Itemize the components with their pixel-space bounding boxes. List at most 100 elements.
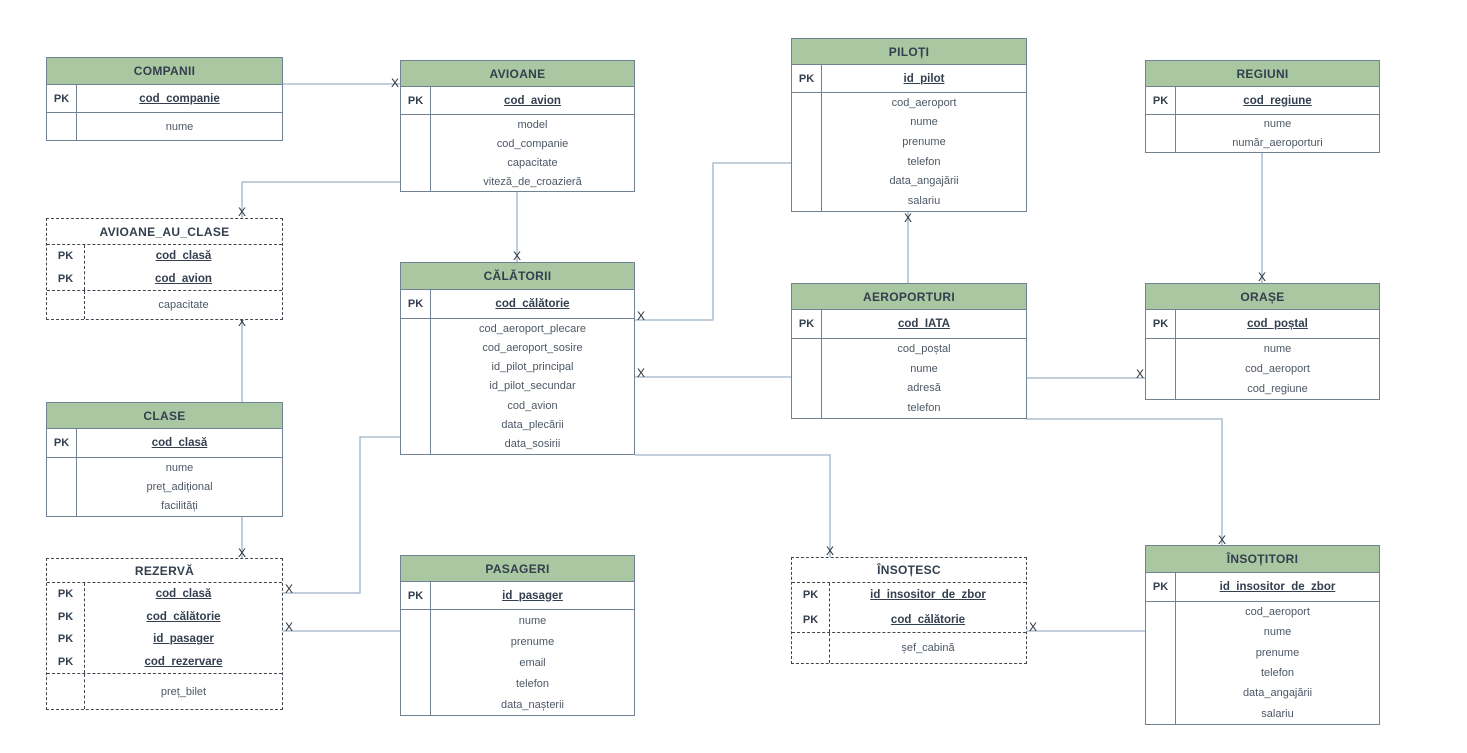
entity-title: COMPANII: [133, 64, 196, 78]
cardinality-x-marker-aeroporturi-insotitori: X: [1218, 533, 1226, 547]
relationship-calatorii-insotesc[interactable]: [635, 454, 831, 557]
pk-label: PK: [407, 94, 424, 107]
attribute-name: data_angajării: [1242, 687, 1313, 700]
pk-label: PK: [1152, 94, 1169, 107]
attr-empty-column: [1146, 115, 1176, 152]
relationship-calatorii-piloti[interactable]: [635, 162, 791, 321]
pk-attribute-name: cod_companie: [139, 92, 220, 105]
pk-label-column: PK: [47, 429, 77, 457]
pk-name-column: cod_regiune: [1176, 87, 1379, 114]
attribute-name: prenume: [902, 136, 946, 149]
entity-title: PASAGERI: [485, 561, 550, 576]
pk-section-companii: PK cod_companie: [47, 85, 282, 113]
pk-attribute-name: cod_clasă: [155, 250, 212, 263]
pk-label: PK: [407, 589, 424, 602]
entity-header-regiuni: REGIUNI: [1146, 61, 1379, 87]
attribute-name: telefon: [907, 155, 941, 168]
entity-title: AEROPORTURI: [863, 289, 955, 304]
pk-name-column: cod_avion: [431, 87, 634, 114]
attr-empty-column: [401, 319, 431, 454]
attribute-name: cod_avion: [507, 399, 558, 412]
entity-title: REGIUNI: [1236, 66, 1289, 81]
cardinality-x-marker-regiuni-orase: X: [1258, 270, 1266, 284]
entity-header-aeroporturi: AEROPORTURI: [792, 284, 1026, 310]
pk-label-column: PK: [47, 85, 77, 112]
attr-empty-column: [792, 339, 822, 418]
cardinality-x-marker-aeroporturi-orase: X: [1136, 367, 1144, 381]
attr-empty-column: [47, 674, 85, 709]
attr-section-rezerva: preț_bilet: [47, 674, 282, 709]
pk-name-column: cod_călătorie: [431, 290, 634, 318]
pk-label: PK: [1152, 581, 1169, 593]
attribute-name: salariu: [907, 195, 941, 208]
attribute-name: nume: [518, 614, 547, 627]
pk-attribute-name: id_insositor_de_zbor: [870, 589, 986, 602]
pk-attribute-name: cod_clasă: [155, 588, 212, 601]
pk-label: PK: [57, 588, 74, 601]
pk-label-column: PK: [1146, 573, 1176, 601]
pk-label: PK: [57, 250, 74, 263]
pk-attribute-name: cod_IATA: [898, 318, 950, 330]
attribute-name: adresă: [907, 382, 941, 395]
attr-name-column: nume: [77, 113, 282, 140]
attribute-name: nume: [910, 116, 938, 129]
entity-title: AVIOANE_AU_CLASE: [99, 224, 230, 239]
entity-title: CLASE: [143, 408, 186, 423]
attr-empty-column: [47, 113, 77, 140]
entity-title: PILOȚI: [888, 44, 930, 59]
attribute-name: data_plecării: [501, 419, 564, 432]
attr-empty-column: [401, 610, 431, 715]
attribute-name: telefon: [1260, 667, 1295, 680]
pk-attribute-name: cod_regiune: [1243, 94, 1312, 107]
pk-label-column: PK: [401, 290, 431, 318]
attr-name-column: șef_cabină: [830, 633, 1026, 663]
pk-label-column: PK: [401, 582, 431, 609]
cardinality-x-marker-calatorii-insotesc: X: [826, 544, 834, 558]
attribute-name: data_nașterii: [501, 698, 564, 711]
relationship-rezerva-calatorii[interactable]: [283, 436, 400, 594]
entity-title: ORAȘE: [1240, 289, 1285, 304]
attribute-name: email: [519, 656, 546, 669]
attribute-name: cod_poștal: [897, 342, 951, 355]
relationship-avioane-avioane-au-clase[interactable]: [241, 181, 400, 218]
entity-header-piloti: PILOȚI: [792, 39, 1026, 65]
cardinality-x-marker-avioane-calatorii: X: [513, 249, 521, 263]
entity-header-avioane: AVIOANE: [401, 61, 634, 87]
attr-empty-column: [792, 633, 830, 663]
attr-name-column: preț_bilet: [85, 674, 282, 709]
relationship-aeroporturi-insotitori[interactable]: [1026, 418, 1223, 545]
cardinality-x-marker-rezerva-calatorii: X: [285, 582, 293, 596]
entity-header-pasageri: PASAGERI: [401, 556, 634, 582]
pk-label: PK: [57, 610, 74, 623]
attribute-name: telefon: [515, 677, 550, 690]
pk-section-regiuni: PK cod_regiune: [1146, 87, 1379, 115]
